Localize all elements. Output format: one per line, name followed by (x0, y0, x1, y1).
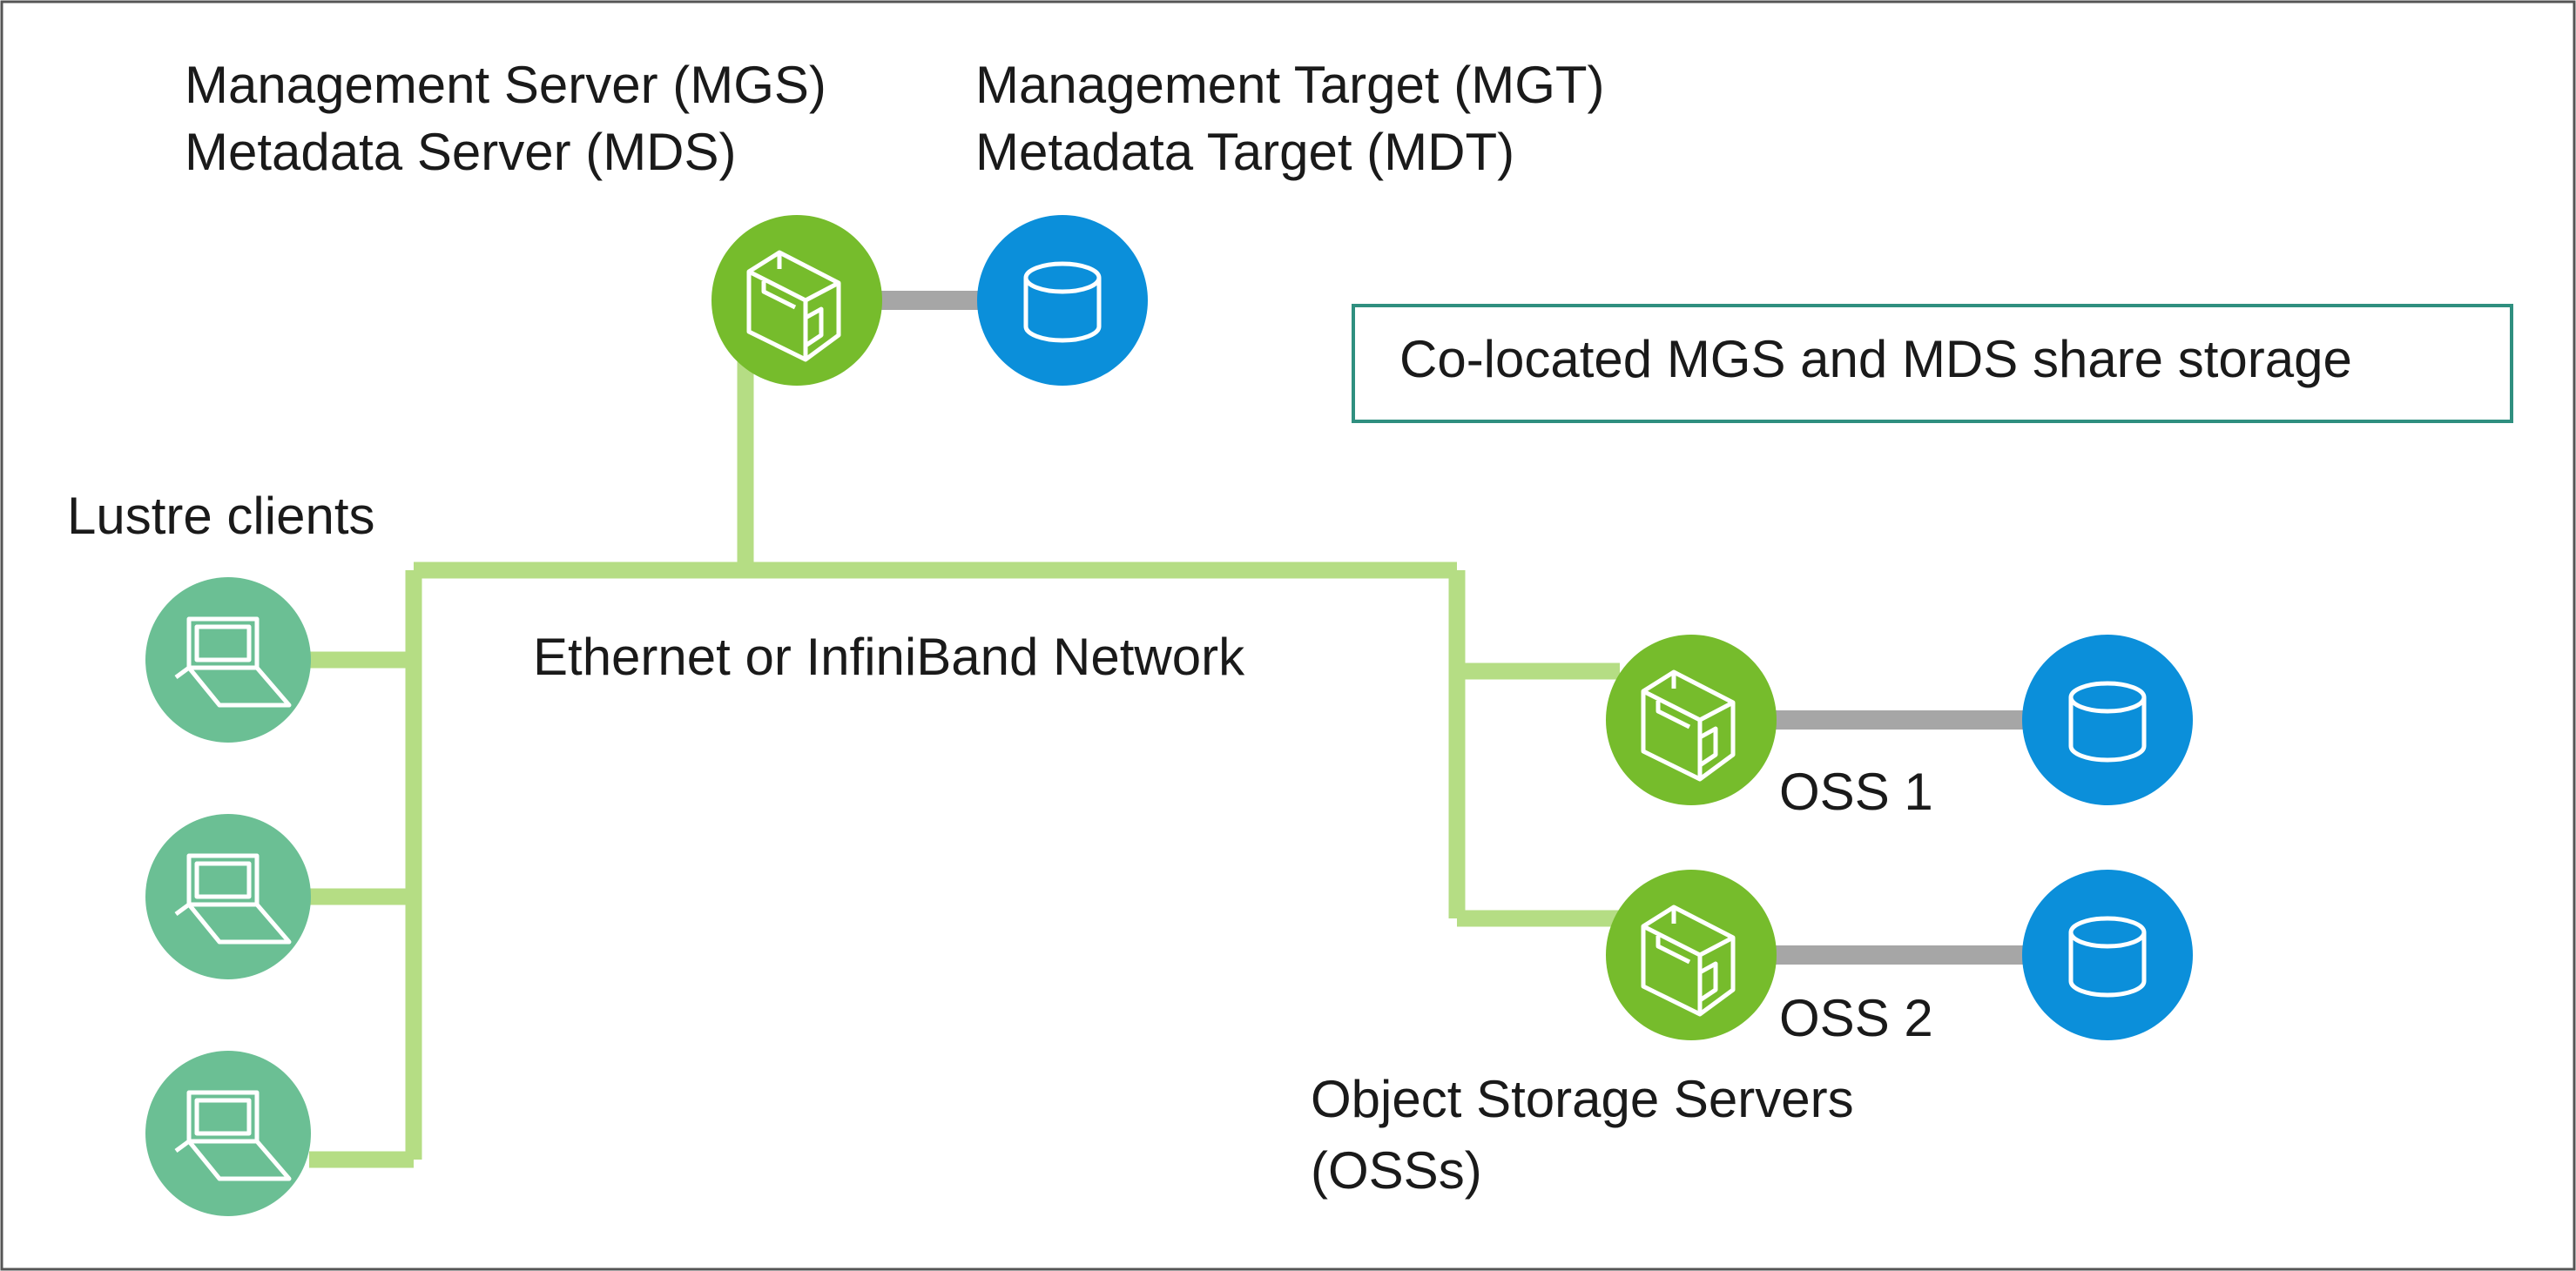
storage-node-circle (2022, 870, 2193, 1040)
client-node-1[interactable] (145, 577, 311, 743)
client-node-2[interactable] (145, 814, 311, 979)
oss-2-server-node[interactable] (1606, 870, 1777, 1040)
server-node-circle (1606, 870, 1777, 1040)
oss-2-label: OSS 2 (1779, 989, 1933, 1047)
oss-2-storage-node[interactable] (2022, 870, 2193, 1040)
server-box-icon (1641, 904, 1736, 1017)
oss-group-label-line-1: Object Storage Servers (1311, 1070, 1854, 1128)
oss-1-server-node[interactable] (1606, 635, 1777, 805)
oss-group-label-line-2: (OSSs) (1311, 1141, 1482, 1200)
storage-cylinder-icon (1023, 261, 1102, 343)
laptop-icon (174, 1090, 292, 1181)
oss-1-label: OSS 1 (1779, 763, 1933, 821)
laptop-icon (174, 853, 292, 945)
storage-links (880, 291, 2029, 965)
storage-cylinder-icon (2068, 681, 2147, 763)
mgs-mds-server-node[interactable] (711, 215, 882, 386)
mgs-label-line-1: Management Server (MGS) (185, 56, 826, 114)
note-box (1352, 304, 2513, 423)
server-node-circle (711, 215, 882, 386)
storage-cylinder-icon (2068, 916, 2147, 998)
mgt-mdt-storage-node[interactable] (977, 215, 1148, 386)
laptop-icon (174, 616, 292, 708)
server-box-icon (746, 250, 841, 362)
server-node-circle (1606, 635, 1777, 805)
network-label: Ethernet or InfiniBand Network (533, 628, 1245, 686)
server-box-icon (1641, 669, 1736, 782)
network-lines (309, 348, 1620, 1168)
oss-1-storage-node[interactable] (2022, 635, 2193, 805)
clients-label: Lustre clients (67, 487, 375, 545)
mdt-label-line-2: Metadata Target (MDT) (975, 123, 1514, 181)
storage-node-circle (2022, 635, 2193, 805)
note-text: Co-located MGS and MDS share storage (1399, 330, 2352, 388)
mds-label-line-2: Metadata Server (MDS) (185, 123, 737, 181)
client-node-3[interactable] (145, 1051, 311, 1216)
storage-node-circle (977, 215, 1148, 386)
mgt-label-line-1: Management Target (MGT) (975, 56, 1605, 114)
